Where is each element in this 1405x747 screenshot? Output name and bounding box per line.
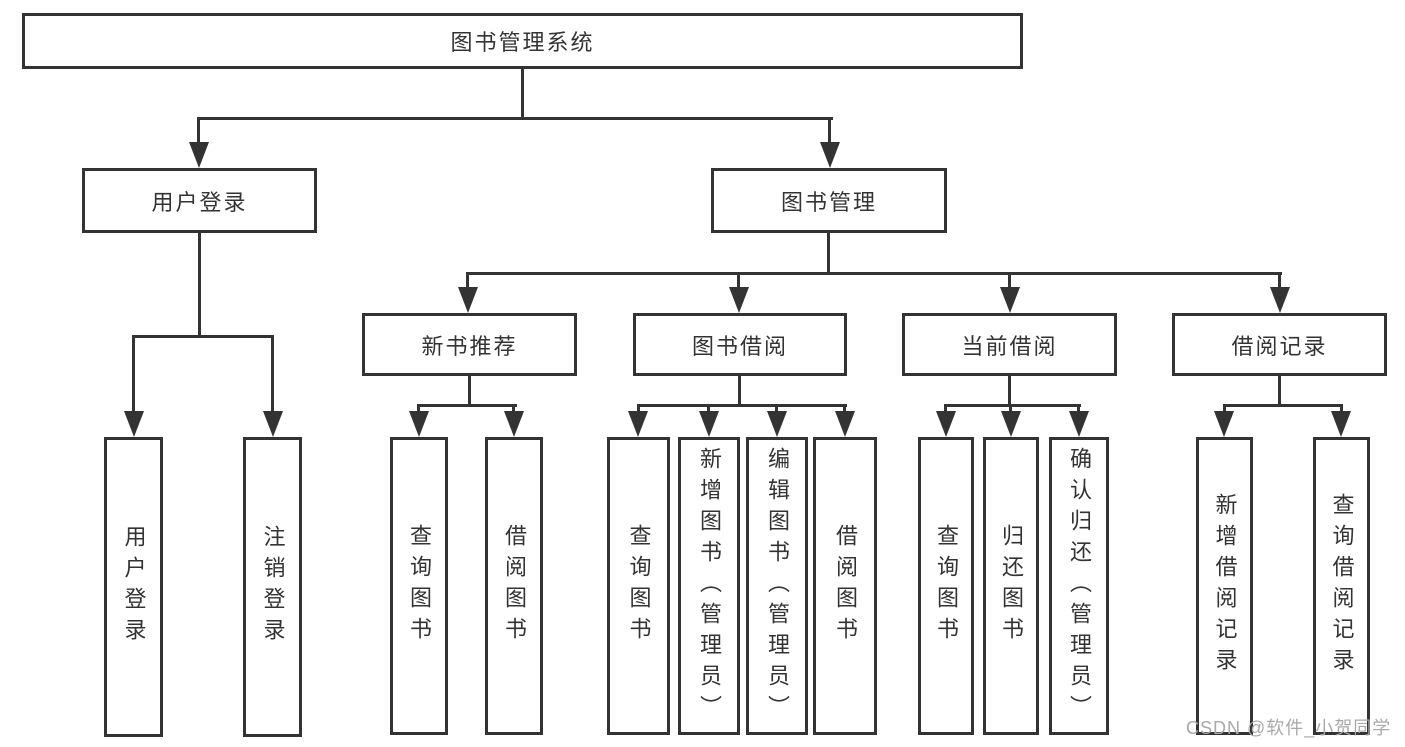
connector-drop-rc0: [1223, 404, 1226, 414]
connector-drop-bw3: [843, 404, 846, 414]
arrowhead-login-leaf: [124, 411, 144, 437]
node-user-login: 用户登录: [82, 168, 317, 233]
connector-user-login-branch: [132, 335, 274, 338]
arrowhead-nb0: [409, 411, 429, 437]
arrowhead-cb2: [1069, 411, 1089, 437]
arrowhead-nb1: [504, 411, 524, 437]
connector-drop-bw0: [637, 404, 640, 414]
node-book-borrow: 图书借阅: [633, 313, 847, 376]
arrowhead-bw2: [767, 411, 787, 437]
arrowhead-new-book: [458, 287, 478, 313]
connector-new-book-stem: [468, 373, 471, 407]
connector-book-borrow-stem: [738, 373, 741, 407]
arrowhead-bw1: [699, 411, 719, 437]
connector-borrow-record-branch: [1223, 404, 1343, 407]
csdn-watermark: CSDN @软件_小贺同学: [1186, 718, 1392, 738]
leaf-bw-edit-book-admin: 编辑图书（管理员）: [746, 437, 808, 735]
leaf-cb-confirm-return-admin: 确认归还（管理员）: [1049, 437, 1109, 735]
connector-drop-logout-leaf: [271, 335, 274, 415]
connector-current-borrow-stem: [1008, 373, 1011, 407]
connector-book-borrow-branch: [637, 404, 847, 407]
leaf-rc-add-record: 新增借阅记录: [1196, 437, 1253, 735]
connector-user-login-stem: [198, 230, 201, 337]
leaf-bw-query-book: 查询图书: [607, 437, 670, 735]
arrowhead-bw3: [835, 411, 855, 437]
arrowhead-book-borrow: [729, 287, 749, 313]
leaf-bw-add-book-admin: 新增图书（管理员）: [678, 437, 740, 735]
connector-new-book-branch: [417, 404, 517, 407]
leaf-cb-return-book: 归还图书: [983, 437, 1039, 735]
node-new-book-recommend: 新书推荐: [362, 313, 577, 376]
connector-drop-borrow-record: [1278, 272, 1281, 292]
leaf-user-login: 用户登录: [104, 437, 163, 737]
connector-drop-cb2: [1077, 404, 1080, 414]
node-root: 图书管理系统: [22, 13, 1023, 69]
connector-drop-user-login: [197, 117, 200, 146]
connector-drop-new-book: [466, 272, 469, 292]
connector-root-stem: [521, 66, 524, 118]
connector-drop-book-mgmt: [828, 117, 831, 146]
leaf-logout: 注销登录: [243, 437, 302, 737]
leaf-nb-query-book: 查询图书: [390, 437, 448, 735]
connector-borrow-record-stem: [1278, 373, 1281, 407]
connector-drop-rc1: [1340, 404, 1343, 414]
arrowhead-bw0: [628, 411, 648, 437]
connector-drop-bw1: [707, 404, 710, 414]
connector-drop-bw2: [775, 404, 778, 414]
node-borrow-record: 借阅记录: [1172, 313, 1387, 376]
connector-drop-nb1: [512, 404, 515, 414]
connector-book-mgmt-branch: [466, 272, 1282, 275]
connector-drop-current-borrow: [1008, 272, 1011, 292]
arrowhead-book-mgmt: [820, 142, 840, 168]
leaf-nb-borrow-book: 借阅图书: [485, 437, 543, 735]
connector-book-mgmt-stem: [827, 230, 830, 275]
arrowhead-rc0: [1214, 411, 1234, 437]
connector-root-branch: [197, 117, 833, 120]
connector-drop-login-leaf: [132, 335, 135, 415]
arrowhead-rc1: [1331, 411, 1351, 437]
leaf-cb-query-book: 查询图书: [918, 437, 974, 735]
arrowhead-user-login: [189, 142, 209, 168]
arrowhead-cb0: [936, 411, 956, 437]
leaf-bw-borrow-book: 借阅图书: [813, 437, 877, 735]
leaf-rc-query-record: 查询借阅记录: [1313, 437, 1370, 735]
arrowhead-borrow-record: [1270, 287, 1290, 313]
connector-drop-book-borrow: [737, 272, 740, 292]
node-book-mgmt: 图书管理: [711, 168, 947, 233]
connector-drop-cb1: [1009, 404, 1012, 414]
arrowhead-current-borrow: [1000, 287, 1020, 313]
connector-drop-nb0: [417, 404, 420, 414]
arrowhead-cb1: [1001, 411, 1021, 437]
connector-current-borrow-branch: [944, 404, 1081, 407]
arrowhead-logout-leaf: [263, 411, 283, 437]
node-current-borrow: 当前借阅: [902, 313, 1117, 376]
connector-drop-cb0: [944, 404, 947, 414]
